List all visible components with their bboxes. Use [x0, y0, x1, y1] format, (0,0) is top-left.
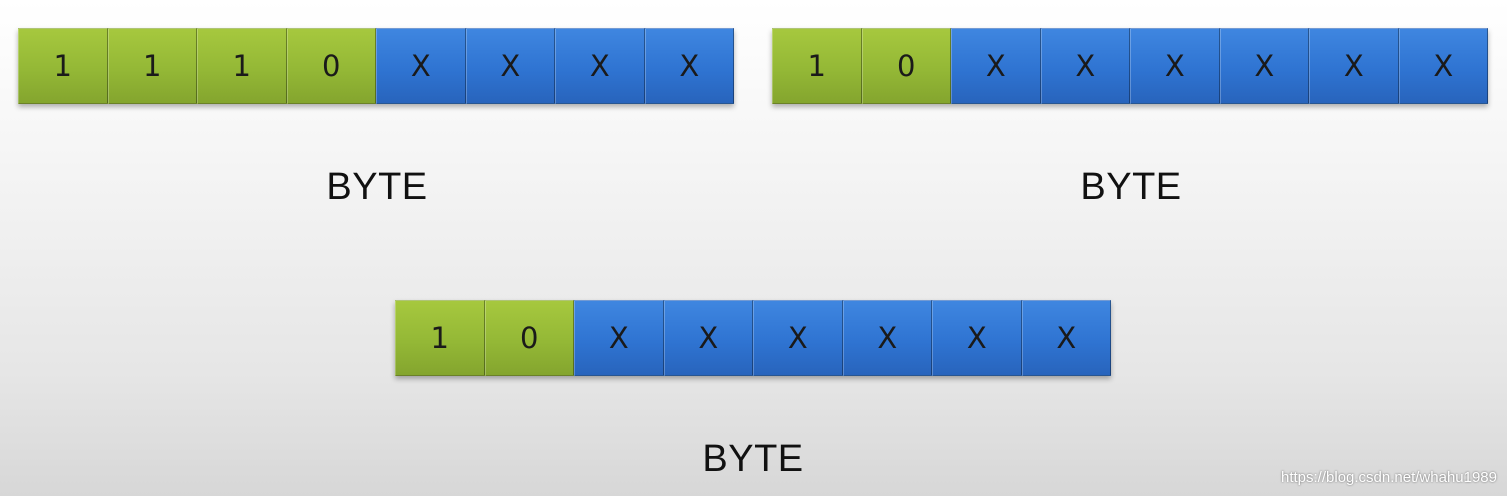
- bit-cell: 0: [861, 28, 951, 104]
- bit-cell: X: [574, 300, 664, 376]
- watermark: https://blog.csdn.net/whahu1989: [1281, 469, 1497, 486]
- bit-cell: X: [932, 300, 1022, 376]
- bit-cell: 0: [286, 28, 376, 104]
- byte-2-label: BYTE: [1080, 166, 1182, 208]
- bit-cell: X: [644, 28, 734, 104]
- bit-cell: X: [663, 300, 753, 376]
- bit-cell: X: [1398, 28, 1488, 104]
- bit-cell: X: [1130, 28, 1220, 104]
- byte-1-bits: 1 1 1 0 X X X X: [18, 28, 734, 104]
- bit-cell: X: [1021, 300, 1111, 376]
- bit-cell: X: [753, 300, 843, 376]
- byte-2-bits: 1 0 X X X X X X: [772, 28, 1488, 104]
- bit-cell: 0: [484, 300, 574, 376]
- bit-cell: X: [842, 300, 932, 376]
- bit-cell: X: [555, 28, 645, 104]
- bit-cell: 1: [197, 28, 287, 104]
- bit-cell: 1: [772, 28, 862, 104]
- byte-3-label: BYTE: [702, 438, 804, 480]
- bit-cell: 1: [395, 300, 485, 376]
- bit-cell: X: [1040, 28, 1130, 104]
- bit-cell: X: [951, 28, 1041, 104]
- bit-cell: 1: [18, 28, 108, 104]
- byte-3-bits: 1 0 X X X X X X: [395, 300, 1111, 376]
- bit-cell: X: [376, 28, 466, 104]
- bit-cell: 1: [107, 28, 197, 104]
- bit-cell: X: [465, 28, 555, 104]
- bit-cell: X: [1219, 28, 1309, 104]
- byte-1-label: BYTE: [326, 166, 428, 208]
- bit-cell: X: [1309, 28, 1399, 104]
